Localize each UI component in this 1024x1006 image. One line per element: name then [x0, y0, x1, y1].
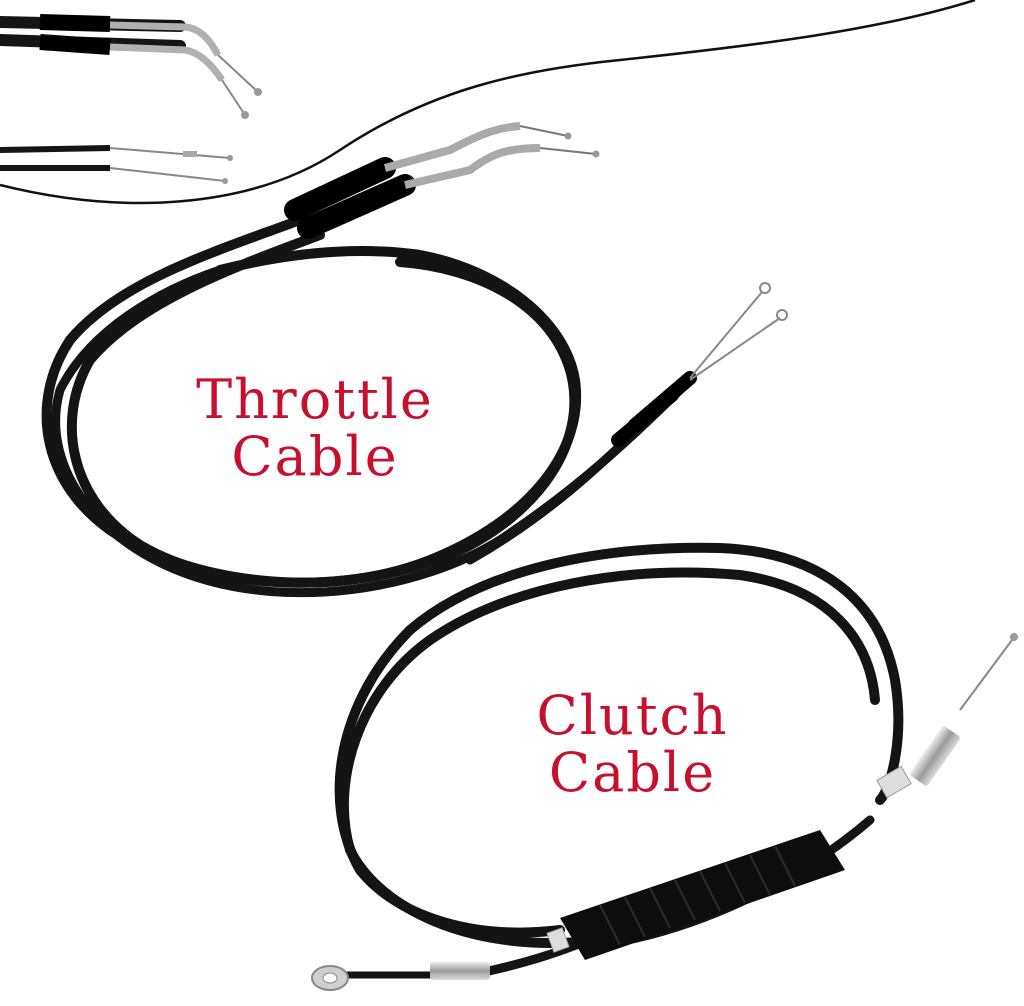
clutch-boot [560, 830, 845, 960]
throttle-cable [41, 157, 697, 598]
throttle-label-line2: Cable [231, 424, 399, 488]
inset-wire-ends [0, 145, 233, 184]
throttle-cable-label: Throttle Cable [150, 368, 480, 488]
clutch-chrome-fittings [311, 633, 1018, 991]
clutch-label-line1: Clutch [536, 684, 729, 747]
throttle-chrome-ends [383, 122, 788, 381]
throttle-label-line1: Throttle [196, 368, 434, 431]
clutch-cable-label: Clutch Cable [495, 684, 770, 804]
clutch-label-line2: Cable [548, 740, 717, 804]
decorative-curve [0, 0, 976, 205]
inset-throttle-ends [0, 14, 262, 119]
